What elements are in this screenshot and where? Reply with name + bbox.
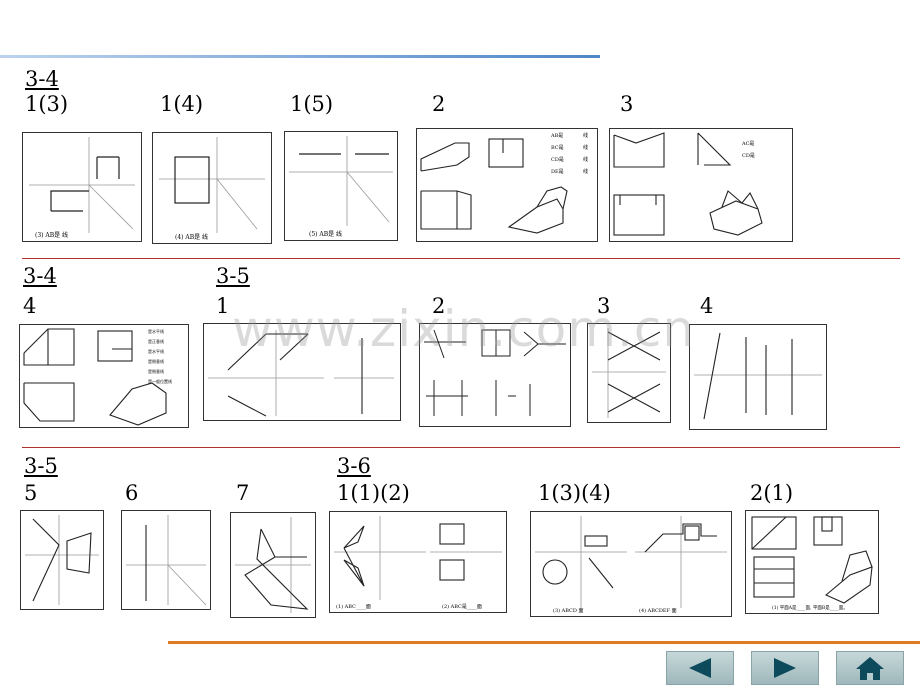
section-label: 3-6 [337, 454, 371, 478]
exercise-label: 2(1) [750, 481, 794, 505]
exercise-thumbnail[interactable] [203, 323, 401, 421]
thumbnail-caption: 是水平线 [148, 348, 164, 354]
exercise-label: 1(3)(4) [538, 481, 611, 505]
thumbnail-caption: (2) ABC是____面 [442, 603, 482, 610]
thumbnail-caption: 线 [583, 168, 588, 175]
exercise-label: 2 [432, 92, 446, 116]
exercise-thumbnail[interactable] [689, 324, 827, 430]
thumbnail-caption: CD是 [742, 153, 755, 159]
exercise-label: 1(4) [160, 92, 204, 116]
exercise-label: 1 [216, 294, 230, 318]
exercise-thumbnail[interactable]: (1) 平面A是____面, 平面B是____面。 [745, 510, 879, 614]
thumbnail-caption: AB是 [550, 133, 563, 139]
exercise-label: 6 [125, 481, 139, 505]
exercise-label: 5 [24, 481, 38, 505]
thumbnail-caption: (4) ABCDEF 面 [639, 607, 677, 614]
exercise-thumbnail[interactable] [230, 512, 316, 618]
exercise-label: 2 [432, 294, 446, 318]
section-divider [22, 447, 900, 448]
section-label: 3-5 [24, 454, 58, 478]
thumbnail-caption: DE是 [551, 169, 564, 175]
thumbnail-caption: 线 [583, 156, 588, 163]
exercise-thumbnail[interactable]: (1) ABC____面 (2) ABC是____面 [329, 511, 507, 613]
exercise-thumbnail[interactable]: (4) AB是 线 [152, 132, 272, 244]
thumbnail-caption: 是水平线 [148, 328, 164, 334]
bottom-accent-bar [168, 641, 920, 644]
exercise-label: 1(1)(2) [337, 481, 410, 505]
right-arrow-icon [774, 658, 796, 678]
section-divider [22, 258, 900, 259]
thumbnail-caption: CD是 [551, 157, 564, 163]
exercise-thumbnail[interactable]: AB是 BC是 CD是 DE是 线 线 线 线 [416, 128, 598, 242]
prev-button[interactable] [666, 651, 734, 685]
thumbnail-caption: BC是 [551, 145, 564, 151]
thumbnail-caption: (1) ABC____面 [336, 603, 371, 610]
thumbnail-caption: 是正垂线 [148, 338, 164, 344]
section-label: 3-4 [23, 264, 57, 288]
thumbnail-caption: 是一般位置线 [148, 378, 172, 384]
thumbnail-caption: 是侧垂线 [148, 358, 164, 364]
thumbnail-caption: (4) AB是 线 [175, 233, 208, 241]
exercise-label: 3 [620, 92, 634, 116]
home-icon [856, 657, 884, 680]
exercise-label: 3 [597, 294, 611, 318]
exercise-thumbnail[interactable] [121, 510, 211, 610]
exercise-label: 4 [700, 294, 714, 318]
exercise-thumbnail[interactable]: (5) AB是 线 [284, 131, 398, 241]
thumbnail-caption: 线 [583, 132, 588, 139]
home-button[interactable] [836, 651, 904, 685]
exercise-thumbnail[interactable] [20, 510, 104, 610]
next-button[interactable] [751, 651, 819, 685]
thumbnail-caption: 线 [583, 144, 588, 151]
thumbnail-caption: 是侧垂线 [148, 368, 164, 374]
thumbnail-caption: AC是 [741, 141, 754, 147]
exercise-label: 1(3) [25, 92, 69, 116]
exercise-label: 1(5) [290, 92, 334, 116]
left-arrow-icon [689, 658, 711, 678]
exercise-thumbnail[interactable] [587, 323, 671, 423]
top-accent-bar [0, 55, 600, 58]
thumbnail-caption: (5) AB是 线 [309, 230, 342, 238]
exercise-thumbnail[interactable] [419, 323, 571, 427]
section-label: 3-5 [216, 264, 250, 288]
section-label: 3-4 [25, 67, 59, 91]
exercise-label: 4 [23, 294, 37, 318]
exercise-label: 7 [236, 481, 250, 505]
watermark: www.zixin.com.cn [232, 300, 696, 358]
thumbnail-caption: (1) 平面A是____面, 平面B是____面。 [772, 604, 848, 611]
thumbnail-caption: (3) AB是 线 [35, 231, 68, 239]
exercise-thumbnail[interactable]: (3) AB是 线 [22, 132, 142, 242]
exercise-thumbnail[interactable]: AC是 CD是 [609, 128, 793, 242]
thumbnail-caption: (3) ABCD 面 [553, 607, 583, 614]
exercise-thumbnail[interactable]: 是水平线 是正垂线 是水平线 是侧垂线 是侧垂线 是一般位置线 [19, 324, 189, 428]
exercise-thumbnail[interactable]: (3) ABCD 面 (4) ABCDEF 面 [530, 511, 732, 617]
